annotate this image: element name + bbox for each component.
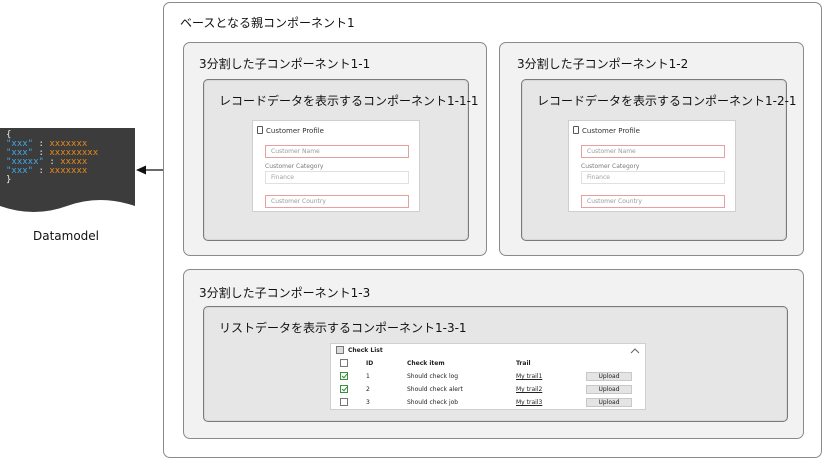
- customer-profile-card: Customer Profile Customer Name Customer …: [568, 120, 736, 212]
- datamodel-line: "xxx" : xxxxxxxxx: [6, 148, 99, 158]
- header-id: ID: [366, 360, 374, 367]
- row-check-item: Should check log: [407, 373, 459, 380]
- header-check-item: Check item: [407, 360, 445, 367]
- table-row: 1 Should check log My trail1 Upload: [331, 370, 645, 383]
- child-component-1-1-label: 3分割した子コンポーネント1-1: [199, 57, 371, 71]
- table-row: 3 Should check job My trail3 Upload: [331, 396, 645, 409]
- datamodel-line: "xxx" : xxxxxxx: [6, 166, 88, 176]
- check-list-table: Check List ID Check item Trail 1 Should …: [330, 343, 646, 410]
- list-component-1-3-1-label: リストデータを表示するコンポーネント1-3-1: [219, 321, 467, 335]
- record-component-1-2-1: レコードデータを表示するコンポーネント1-2-1 Customer Profil…: [521, 79, 797, 241]
- row-trail-link[interactable]: My trail2: [516, 386, 543, 393]
- datamodel-line: "xxx" : xxxxxxx: [6, 139, 88, 149]
- table-title-row: Check List: [331, 344, 645, 357]
- parent-component-label: ベースとなる親コンポーネント1: [180, 16, 355, 30]
- upload-button[interactable]: Upload: [586, 385, 632, 394]
- row-id: 2: [366, 386, 370, 393]
- datamodel-line: "xxxxx" : xxxxx: [6, 157, 88, 167]
- customer-name-field[interactable]: Customer Name: [581, 145, 725, 158]
- child-component-1-2-label: 3分割した子コンポーネント1-2: [517, 57, 689, 71]
- card-title: Customer Profile: [257, 126, 324, 135]
- upload-button[interactable]: Upload: [586, 398, 632, 407]
- customer-category-value: Finance: [581, 171, 725, 184]
- header-trail: Trail: [516, 360, 531, 367]
- row-check-item: Should check alert: [407, 386, 463, 393]
- select-all-checkbox[interactable]: [340, 359, 348, 367]
- customer-category-value: Finance: [265, 171, 409, 184]
- datamodel: { "xxx" : xxxxxxx "xxx" : xxxxxxxxx "xxx…: [0, 128, 135, 214]
- customer-country-field[interactable]: Customer Country: [581, 195, 725, 208]
- upload-button[interactable]: Upload: [586, 372, 632, 381]
- child-component-1-3: 3分割した子コンポーネント1-3 リストデータを表示するコンポーネント1-3-1…: [183, 269, 804, 439]
- table-title: Check List: [348, 347, 383, 354]
- record-component-1-1-1: レコードデータを表示するコンポーネント1-1-1 Customer Profil…: [203, 79, 479, 241]
- table-header-row: ID Check item Trail: [331, 357, 645, 370]
- row-checkbox[interactable]: [340, 385, 348, 393]
- list-icon: [336, 346, 344, 354]
- row-id: 3: [366, 399, 370, 406]
- customer-category-label: Customer Category: [581, 163, 640, 170]
- clipboard-icon: [257, 126, 263, 134]
- row-trail-link[interactable]: My trail1: [516, 373, 543, 380]
- customer-country-field[interactable]: Customer Country: [265, 195, 409, 208]
- row-check-item: Should check job: [407, 399, 459, 406]
- card-title: Customer Profile: [573, 126, 640, 135]
- datamodel-close-brace: }: [6, 175, 12, 185]
- record-component-1-1-1-label: レコードデータを表示するコンポーネント1-1-1: [219, 94, 479, 108]
- record-component-1-2-1-label: レコードデータを表示するコンポーネント1-2-1: [537, 94, 797, 108]
- customer-category-label: Customer Category: [265, 163, 324, 170]
- customer-name-field[interactable]: Customer Name: [265, 145, 409, 158]
- datamodel-caption: Datamodel: [33, 229, 100, 243]
- datamodel-open-brace: {: [6, 130, 12, 140]
- row-checkbox[interactable]: [340, 398, 348, 406]
- customer-profile-card: Customer Profile Customer Name Customer …: [252, 120, 420, 212]
- child-component-1-3-label: 3分割した子コンポーネント1-3: [199, 286, 371, 300]
- row-trail-link[interactable]: My trail3: [516, 399, 543, 406]
- row-id: 1: [366, 373, 370, 380]
- child-component-1-1: 3分割した子コンポーネント1-1 レコードデータを表示するコンポーネント1-1-…: [183, 42, 487, 256]
- child-component-1-2: 3分割した子コンポーネント1-2 レコードデータを表示するコンポーネント1-2-…: [499, 42, 804, 256]
- list-component-1-3-1: リストデータを表示するコンポーネント1-3-1 Check List ID Ch…: [203, 306, 788, 422]
- table-row: 2 Should check alert My trail2 Upload: [331, 383, 645, 396]
- clipboard-icon: [573, 126, 579, 134]
- row-checkbox[interactable]: [340, 372, 348, 380]
- chevron-up-icon[interactable]: [630, 348, 640, 354]
